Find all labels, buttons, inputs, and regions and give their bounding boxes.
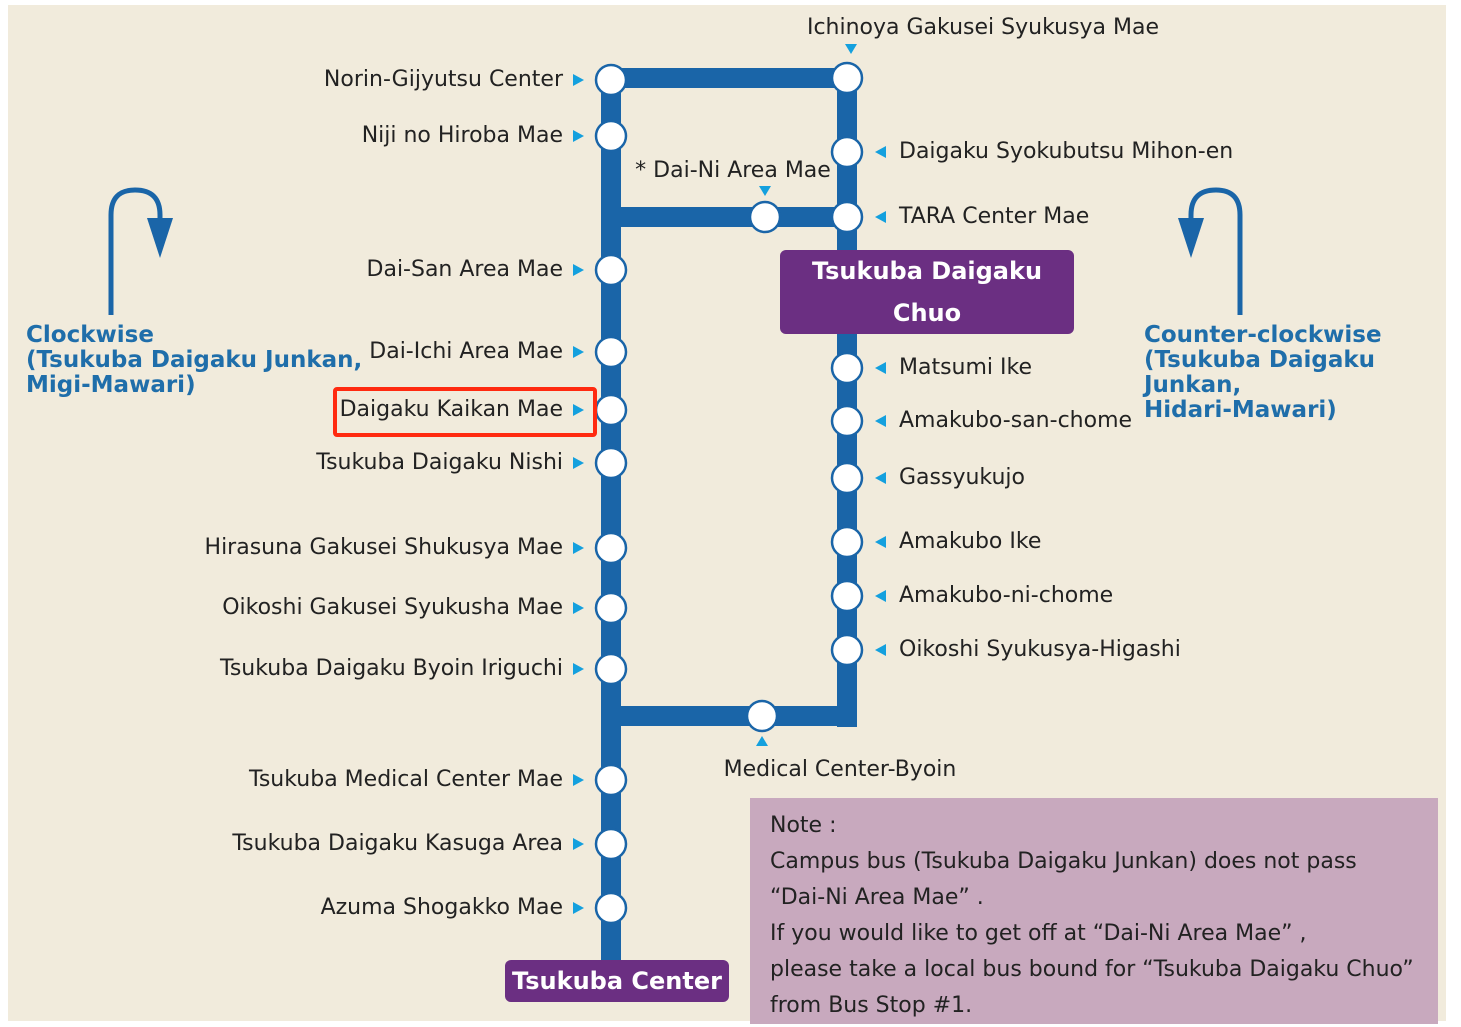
arrow-right-icon — [573, 346, 584, 358]
stop-circle — [594, 119, 628, 153]
stop-medical-center-byoin-circle — [745, 699, 779, 733]
stop-circle — [594, 591, 628, 625]
stop-circle — [594, 446, 628, 480]
counter-clockwise-label: Counter-clockwise (Tsukuba Daigaku Junka… — [1144, 323, 1461, 423]
arrow-right-icon — [573, 130, 584, 142]
stop-label-left: Tsukuba Daigaku Byoin Iriguchi — [220, 656, 563, 681]
arrow-left-icon — [875, 644, 886, 656]
counter-clockwise-heading: Counter-clockwise — [1144, 322, 1382, 348]
arrow-right-icon — [573, 457, 584, 469]
stop-circle — [830, 404, 864, 438]
note-box: Note : Campus bus (Tsukuba Daigaku Junka… — [750, 798, 1438, 1024]
direction-arrow-heads — [147, 218, 1204, 258]
stop-ichinoya-label: Ichinoya Gakusei Syukusya Mae — [806, 15, 1160, 40]
arrow-right-icon — [573, 404, 584, 416]
stop-label-left: Tsukuba Daigaku Kasuga Area — [232, 831, 563, 856]
stop-label-right: Gassyukujo — [899, 465, 1025, 490]
counter-clockwise-line3: Hidari-Mawari) — [1144, 397, 1337, 423]
arrow-right-icon — [573, 663, 584, 675]
stop-label-left: Dai-Ichi Area Mae — [369, 339, 563, 364]
stop-medical-center-byoin-label: Medical Center-Byoin — [723, 757, 957, 782]
arrow-left-icon — [875, 211, 886, 223]
stop-label-left: Dai-San Area Mae — [366, 257, 563, 282]
stop-label-right: Amakubo Ike — [899, 529, 1042, 554]
arrow-left-icon — [875, 362, 886, 374]
stop-label-left: Niji no Hiroba Mae — [361, 123, 563, 148]
stops — [594, 61, 864, 925]
stop-label-left: Tsukuba Daigaku Nishi — [316, 450, 563, 475]
badge-tsukuba-center: Tsukuba Center — [505, 960, 729, 1002]
arrow-right-icon — [573, 602, 584, 614]
route-lines — [601, 68, 857, 965]
stop-label-right: Amakubo-san-chome — [899, 408, 1133, 433]
stop-circle — [594, 763, 628, 797]
stop-circle — [830, 579, 864, 613]
arrow-left-icon — [875, 415, 886, 427]
stop-circle — [594, 63, 628, 97]
note-line: please take a local bus bound for “Tsuku… — [770, 957, 1414, 982]
arrow-down-icon — [845, 44, 857, 54]
arrow-right-icon — [573, 542, 584, 554]
stop-circle — [830, 135, 864, 169]
stop-circle — [594, 335, 628, 369]
stop-circle — [594, 652, 628, 686]
stop-label-left: Tsukuba Medical Center Mae — [249, 767, 563, 792]
clockwise-label: Clockwise (Tsukuba Daigaku Junkan, Migi-… — [26, 323, 362, 398]
stop-circle — [830, 200, 864, 234]
stop-label-left: Daigaku Kaikan Mae — [339, 397, 563, 422]
stop-label-left: Oikoshi Gakusei Syukusha Mae — [222, 595, 563, 620]
arrow-left-icon — [875, 536, 886, 548]
stop-circle — [830, 461, 864, 495]
arrow-left-icon — [875, 590, 886, 602]
clockwise-line2: (Tsukuba Daigaku Junkan, — [26, 347, 363, 373]
arrow-right-icon — [573, 774, 584, 786]
stop-label-right: TARA Center Mae — [899, 204, 1090, 229]
stop-circle — [830, 351, 864, 385]
stop-dai-ni-circle — [748, 200, 782, 234]
arrow-up-icon — [756, 736, 768, 746]
arrow-right-icon — [573, 264, 584, 276]
arrow-right-icon — [573, 838, 584, 850]
arrow-right-icon — [573, 74, 584, 86]
note-line: If you would like to get off at “Dai-Ni … — [770, 921, 1307, 946]
counter-clockwise-line2: (Tsukuba Daigaku Junkan, — [1144, 347, 1376, 398]
stop-label-right: Daigaku Syokubutsu Mihon-en — [899, 139, 1234, 164]
stop-label-left: Norin-Gijyutsu Center — [323, 67, 563, 92]
arrow-left-icon — [875, 472, 886, 484]
stop-label-right: Amakubo-ni-chome — [899, 583, 1114, 608]
stop-circle — [830, 633, 864, 667]
direction-arrows — [108, 187, 1243, 315]
stop-label-left: Hirasuna Gakusei Shukusya Mae — [204, 535, 563, 560]
arrow-down-icon — [759, 186, 771, 196]
stop-label-right: Oikoshi Syukusya-Higashi — [899, 637, 1181, 662]
stop-circle — [594, 891, 628, 925]
note-line: “Dai-Ni Area Mae” . — [770, 885, 984, 910]
note-line: Campus bus (Tsukuba Daigaku Junkan) does… — [770, 849, 1357, 874]
highlight-box — [333, 387, 597, 437]
stop-label-left: Azuma Shogakko Mae — [320, 895, 563, 920]
arrow-right-icon — [573, 902, 584, 914]
stop-circle — [830, 525, 864, 559]
stop-circle — [594, 531, 628, 565]
stop-label-right: Matsumi Ike — [899, 355, 1033, 380]
badge-tsukuba-daigaku-chuo: Tsukuba Daigaku Chuo — [780, 250, 1074, 334]
arrow-left-icon — [875, 146, 886, 158]
stop-circle — [594, 393, 628, 427]
note-heading: Note : — [770, 813, 837, 838]
clockwise-line3: Migi-Mawari) — [26, 372, 196, 398]
note-line: from Bus Stop #1. — [770, 993, 973, 1018]
stop-circle — [594, 253, 628, 287]
stop-ichinoya-circle — [830, 61, 864, 95]
stop-dai-ni-label: * Dai-Ni Area Mae — [635, 158, 831, 183]
clockwise-heading: Clockwise — [26, 322, 154, 348]
stop-circle — [594, 827, 628, 861]
